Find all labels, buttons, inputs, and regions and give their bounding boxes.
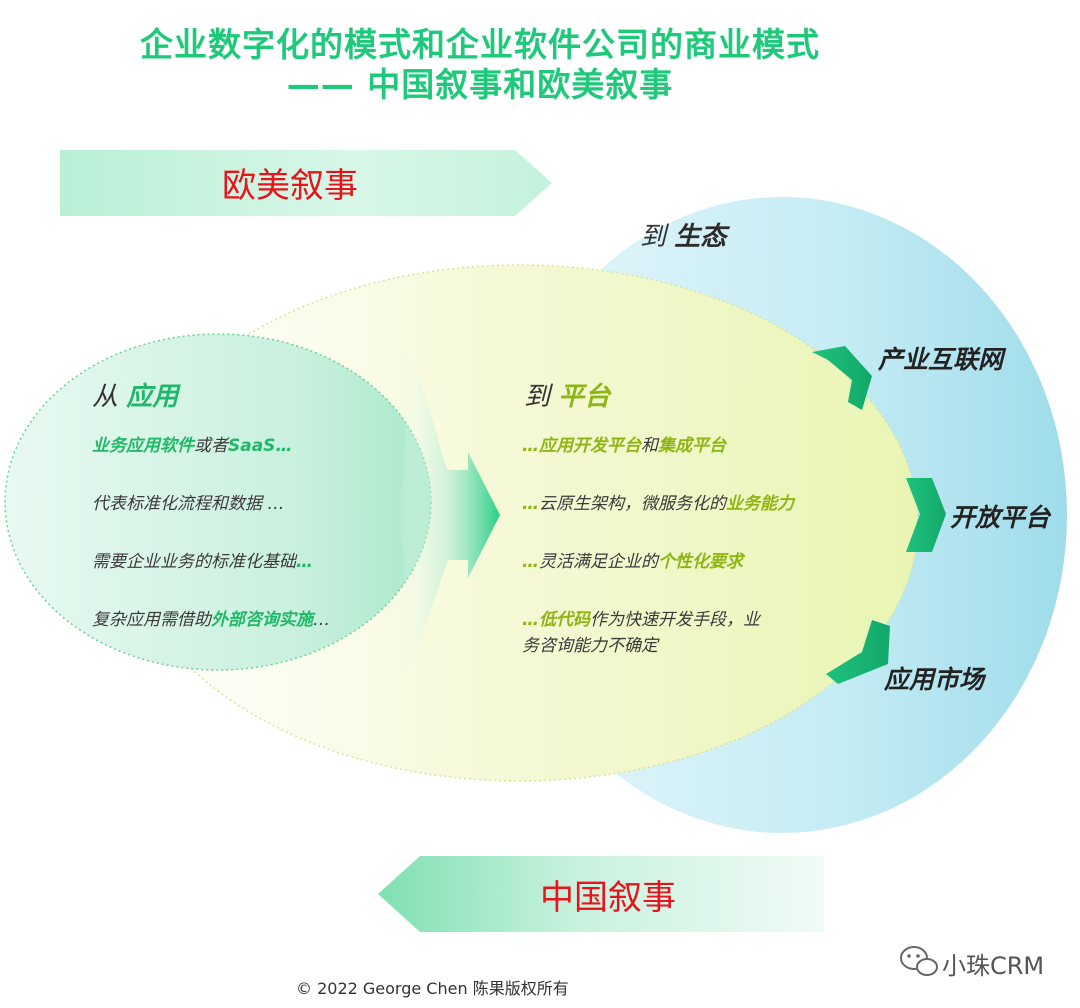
right-item-1-hl2: 集成平台	[658, 436, 726, 456]
left-item-1-mid: 或者	[194, 436, 228, 456]
right-item-1: …应用开发平台和集成平台	[522, 433, 726, 459]
right-item-4-hl: 低代码	[539, 610, 590, 630]
right-item-2-pre: …	[522, 494, 539, 514]
page-title-line-1: 企业数字化的模式和企业软件公司的商业模式	[140, 25, 820, 64]
western-narrative-label: 欧美叙事	[222, 166, 358, 206]
right-item-4-line2: 务咨询能力不确定	[522, 636, 658, 656]
stage-platform-accent: 平台	[558, 382, 611, 412]
right-item-3: …灵活满足企业的个性化要求	[522, 549, 743, 575]
outcome-industry-internet: 产业互联网	[878, 345, 1004, 374]
stage-platform-label: 到 平台	[524, 376, 610, 413]
left-item-4-hl: 外部咨询实施	[211, 610, 313, 630]
left-item-3: 需要企业业务的标准化基础…	[92, 549, 313, 575]
right-item-4-text: 作为快速开发手段，业	[590, 610, 760, 630]
china-narrative-label: 中国叙事	[540, 878, 676, 918]
left-item-1-hl: 业务应用软件	[92, 436, 194, 456]
left-item-2: 代表标准化流程和数据 …	[92, 491, 284, 517]
outcome-open-platform: 开放平台	[950, 503, 1051, 532]
left-item-2-text: 代表标准化流程和数据 …	[92, 494, 285, 514]
left-item-1-hl2: SaaS	[228, 436, 276, 456]
outcome-app-market: 应用市场	[884, 665, 985, 694]
stage-application-label: 从 应用	[92, 376, 178, 413]
left-item-1-tail: …	[275, 436, 293, 456]
left-item-4: 复杂应用需借助外部咨询实施…	[92, 607, 330, 633]
right-item-3-hl: 个性化要求	[658, 552, 743, 572]
right-item-2-text: 云原生架构，微服务化的	[539, 494, 726, 514]
right-item-1-pre: …	[522, 436, 539, 456]
right-item-1-hl: 应用开发平台	[539, 436, 641, 456]
stage-platform-prefix: 到	[524, 382, 551, 412]
right-item-3-pre: …	[522, 552, 539, 572]
wechat-icon	[900, 946, 938, 976]
stage-ecosystem-accent: 生态	[674, 222, 727, 252]
right-item-2: …云原生架构，微服务化的业务能力	[522, 491, 794, 517]
chevron-app-market	[826, 620, 890, 684]
right-item-3-text: 灵活满足企业的	[539, 552, 658, 572]
left-item-4-tail: …	[313, 610, 330, 630]
left-item-4-pre: 复杂应用需借助	[92, 610, 211, 630]
left-item-3-tail: …	[296, 552, 313, 572]
western-banner-arrow	[60, 150, 552, 216]
chevron-open-platform	[906, 478, 946, 552]
stage-ecosystem-prefix: 到	[640, 222, 667, 252]
copyright-footer: © 2022 George Chen 陈果版权所有	[296, 979, 569, 998]
stage-application-prefix: 从	[92, 382, 119, 412]
right-item-4-pre: …	[522, 610, 539, 630]
right-item-4: …低代码作为快速开发手段，业 务咨询能力不确定	[522, 607, 760, 659]
china-banner-arrow	[378, 856, 824, 932]
stage-ecosystem-label: 到 生态	[640, 216, 726, 253]
watermark: 小珠CRM	[942, 946, 1044, 981]
right-item-2-hl: 业务能力	[726, 494, 794, 514]
chevron-industry-internet	[812, 346, 872, 410]
left-item-3-text: 需要企业业务的标准化基础	[92, 552, 296, 572]
flow-arrow	[392, 330, 500, 700]
left-item-1: 业务应用软件或者SaaS…	[92, 433, 292, 459]
right-item-1-mid: 和	[641, 436, 658, 456]
stage-application-accent: 应用	[126, 382, 179, 412]
watermark-text: 小珠CRM	[942, 952, 1045, 980]
page-title-line-2: —— 中国叙事和欧美叙事	[286, 65, 674, 104]
